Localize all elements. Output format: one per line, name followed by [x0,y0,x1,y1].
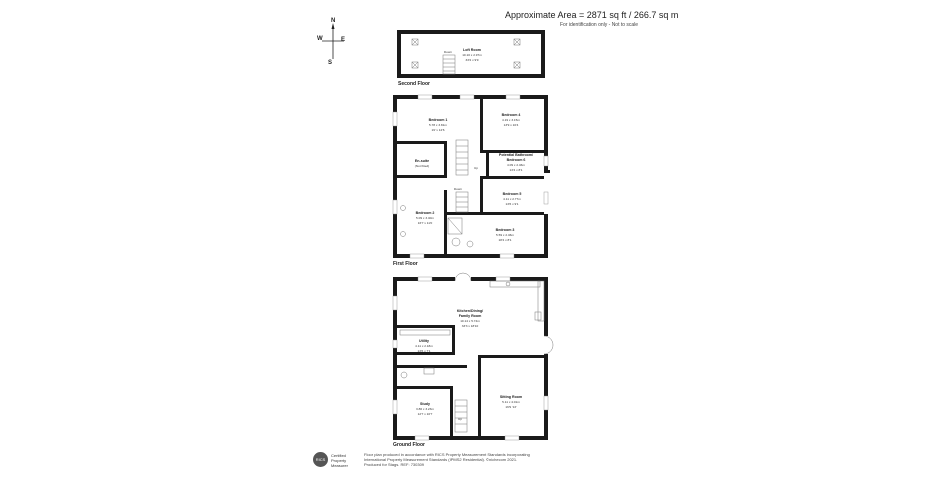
cert-line-1: Certified [331,453,346,458]
cert-line-2: Property [331,458,347,463]
study-imperial: 12'7 x 10'7 [418,412,433,416]
ground-floor-label: Ground Floor [393,442,425,448]
compass-rose [322,23,344,59]
kitchen-metric: 10.14 x 5.74m [460,319,480,323]
compass-east: E [341,37,346,43]
first-floor-plan: Bedroom 1 5.78 x 3.81m 19' x 12'6 Bedroo… [392,94,550,259]
compass-north: N [331,18,336,24]
utility-metric: 4.11 x 2.18m [415,344,433,348]
bedroom-4-metric: 4.19 x 3.15m [502,118,520,122]
footer-line-1: Floor plan produced in accordance with R… [364,452,530,457]
bedroom-3-imperial: 18'4 x 8'1 [498,238,511,242]
bedroom-5-name: Bedroom 5 [503,192,522,196]
bedroom-4-name: Bedroom 4 [502,113,521,117]
footer-line-2: International Property Measurement Stand… [364,457,518,463]
approximate-area: Approximate Area = 2871 sq ft / 266.7 sq… [505,10,679,20]
footer-line-3: Produced for Stags. REF: 730309 [364,462,425,468]
bedroom-5-metric: 4.11 x 2.77m [503,197,521,201]
loft-room-imperial: 33'2 x 9'9 [465,58,478,62]
first-floor-label: First Floor [393,261,418,267]
loft-down-label: Down [444,50,452,54]
bedroom-1-name: Bedroom 1 [429,118,448,122]
second-floor-plan: Down Loft Room 10.10 x 2.97m 33'2 x 9'9 [397,30,545,78]
bedroom-4-imperial: 13'9 x 10'4 [504,123,519,127]
footer-disclaimer: Floor plan produced in accordance with R… [364,452,530,468]
potential-bathroom-name: Potential Bathroom/ [499,153,533,157]
ensuite-note: (Not fitted) [415,164,429,168]
kitchen-name: Kitchen/Dining/ [457,309,483,313]
rics-badge-icon: RICS [313,452,328,467]
utility-name: Utility [419,339,429,343]
loft-room-name: Loft Room [463,48,481,52]
cert-line-3: Measurer [331,463,348,468]
ground-floor-up-label: Up [458,417,462,421]
first-floor-down-label: Down [454,187,462,191]
second-floor-label: Second Floor [398,81,430,87]
bedroom-6-name: Bedroom 6 [507,158,526,162]
compass-south: S [328,60,333,66]
sitting-room-metric: 5.11 x 4.01m [502,400,520,404]
bedroom-5-imperial: 13'6 x 9'1 [505,202,518,206]
study-metric: 3.86 x 3.23m [416,407,434,411]
bedroom-6-imperial: 13'4 x 8'1 [509,168,522,172]
ensuite-name: En-suite [415,159,429,163]
compass-west: W [317,36,323,42]
bedroom-1-metric: 5.78 x 3.81m [429,123,447,127]
sitting-room-imperial: 16'9 '13' [505,405,517,409]
bedroom-3-name: Bedroom 3 [496,228,515,232]
family-room-name: Family Room [459,314,482,318]
bedroom-6-metric: 4.09 x 2.46m [507,163,525,167]
bedroom-1-imperial: 19' x 12'6 [431,128,444,132]
bedroom-2-metric: 5.09 x 3.40m [416,216,434,220]
ground-floor-plan: Kitchen/Dining/ Family Room 10.14 x 5.74… [392,272,554,441]
bedroom-2-imperial: 16'7 x 11'0 [418,221,433,225]
loft-room-metric: 10.10 x 2.97m [462,53,482,57]
bedroom-3-metric: 5.59 x 2.46m [496,233,514,237]
identification-note: For identification only - Not to scale [560,22,639,28]
certified-measurer-text: Certified Property Measurer [331,453,348,468]
bedroom-2-name: Bedroom 2 [416,211,435,215]
sitting-room-name: Sitting Room [500,395,522,399]
kitchen-imperial: 33'3 x 18'10 [462,324,479,328]
study-name: Study [420,402,430,406]
first-floor-up-label: Up [474,166,478,170]
utility-imperial: 13'6 x 7'1 [417,349,430,353]
